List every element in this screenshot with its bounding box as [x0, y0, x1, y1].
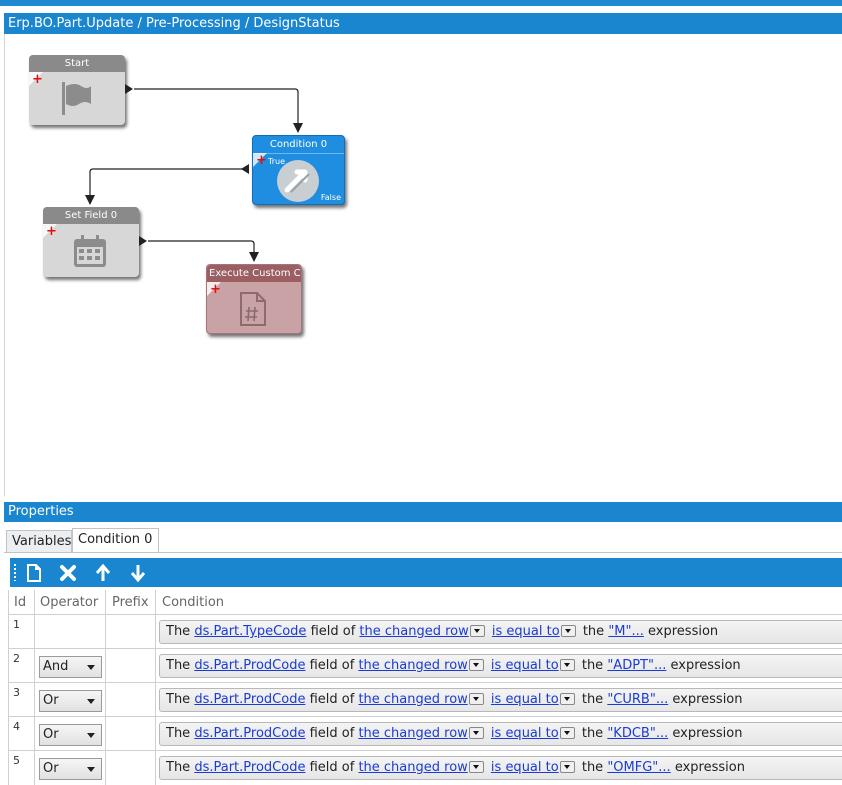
row-id: 3	[13, 686, 20, 699]
table-row[interactable]: 4 Or The ds.Part.ProdCode field of the c…	[8, 716, 842, 750]
new-icon[interactable]	[23, 562, 45, 584]
condition-expression: The ds.Part.TypeCode field of the change…	[159, 620, 842, 644]
table-row[interactable]: 1 The ds.Part.TypeCode field of the chan…	[8, 614, 842, 648]
grid-header: Id Operator Prefix Condition	[8, 590, 842, 614]
output-port[interactable]	[125, 84, 133, 94]
workflow-connectors	[85, 88, 303, 262]
workflow-canvas[interactable]: Start + Condition 0 + True False Set Fie…	[4, 34, 842, 496]
code-file-icon	[240, 292, 266, 326]
row-scope-link[interactable]: the changed row	[358, 658, 468, 673]
col-header-prefix[interactable]: Prefix	[112, 595, 149, 610]
expand-plus-icon[interactable]: +	[256, 153, 267, 168]
row-id: 1	[13, 618, 20, 631]
row-scope-dropdown-icon[interactable]	[468, 659, 484, 671]
input-port[interactable]	[241, 164, 249, 174]
value-link[interactable]: "CURB"...	[607, 692, 669, 707]
operator-select[interactable]: And	[39, 656, 102, 678]
value-link[interactable]: "OMFG"...	[607, 760, 671, 775]
expand-plus-icon[interactable]: +	[46, 224, 57, 239]
toolbar-grip[interactable]	[14, 564, 16, 581]
condition-expression: The ds.Part.ProdCode field of the change…	[159, 722, 842, 746]
chevron-down-icon	[87, 767, 95, 772]
set-field-node[interactable]: Set Field 0 +	[43, 207, 147, 277]
operator-select[interactable]: Or	[39, 758, 102, 780]
move-down-icon[interactable]	[127, 562, 149, 584]
row-scope-dropdown-icon[interactable]	[468, 727, 484, 739]
field-link[interactable]: ds.Part.TypeCode	[194, 624, 307, 639]
start-node-title: Start	[29, 55, 125, 72]
condition-node-title: Condition 0	[253, 136, 344, 154]
comparison-dropdown-icon[interactable]	[559, 761, 575, 773]
edge-start-to-condition	[134, 88, 303, 133]
field-link[interactable]: ds.Part.ProdCode	[194, 760, 306, 775]
top-toolbar-strip	[0, 0, 842, 6]
tab-condition-0[interactable]: Condition 0	[72, 528, 159, 553]
delete-icon[interactable]	[57, 562, 79, 584]
comparison-link[interactable]: is equal to	[490, 692, 559, 707]
col-header-id[interactable]: Id	[14, 595, 27, 610]
condition-node[interactable]: Condition 0 + True False	[241, 135, 345, 205]
output-port[interactable]	[139, 236, 147, 246]
expand-plus-icon[interactable]: +	[32, 72, 43, 87]
start-node[interactable]: Start +	[29, 55, 133, 125]
comparison-dropdown-icon[interactable]	[559, 727, 575, 739]
value-link[interactable]: "KDCB"...	[607, 726, 669, 741]
move-up-icon[interactable]	[92, 562, 114, 584]
field-link[interactable]: ds.Part.ProdCode	[194, 658, 306, 673]
row-scope-dropdown-icon[interactable]	[468, 693, 484, 705]
operator-select[interactable]: Or	[39, 690, 102, 712]
comparison-link[interactable]: is equal to	[490, 760, 559, 775]
row-id: 5	[13, 754, 20, 767]
row-id: 4	[13, 720, 20, 733]
set-field-node-title: Set Field 0	[43, 207, 139, 224]
value-link[interactable]: "ADPT"...	[607, 658, 667, 673]
true-branch-label: True	[268, 157, 285, 166]
flag-icon	[62, 82, 91, 115]
row-scope-dropdown-icon[interactable]	[468, 761, 484, 773]
table-row[interactable]: 2 And The ds.Part.ProdCode field of the …	[8, 648, 842, 682]
table-row[interactable]: 5 Or The ds.Part.ProdCode field of the c…	[8, 750, 842, 784]
execute-node-title: Execute Custom Co	[207, 265, 301, 282]
row-scope-link[interactable]: the changed row	[359, 624, 469, 639]
row-scope-link[interactable]: the changed row	[358, 726, 468, 741]
edge-setfield-to-execute	[148, 240, 259, 262]
field-link[interactable]: ds.Part.ProdCode	[194, 726, 306, 741]
col-header-operator[interactable]: Operator	[40, 595, 99, 610]
chevron-down-icon	[87, 665, 95, 670]
swap-arrows-icon	[277, 160, 319, 202]
comparison-dropdown-icon[interactable]	[559, 693, 575, 705]
condition-expression: The ds.Part.ProdCode field of the change…	[159, 654, 842, 678]
condition-expression: The ds.Part.ProdCode field of the change…	[159, 756, 842, 780]
row-scope-dropdown-icon[interactable]	[469, 625, 485, 637]
properties-panel-title: Properties	[4, 502, 842, 522]
field-link[interactable]: ds.Part.ProdCode	[194, 692, 306, 707]
execute-custom-code-node[interactable]: Execute Custom Co +	[206, 264, 302, 334]
workflow-breadcrumb: Erp.BO.Part.Update / Pre-Processing / De…	[4, 13, 842, 34]
table-row[interactable]: 3 Or The ds.Part.ProdCode field of the c…	[8, 682, 842, 716]
expand-plus-icon[interactable]: +	[210, 282, 221, 297]
chevron-down-icon	[87, 699, 95, 704]
row-scope-link[interactable]: the changed row	[358, 760, 468, 775]
comparison-link[interactable]: is equal to	[490, 658, 559, 673]
row-id: 2	[13, 652, 20, 665]
comparison-dropdown-icon[interactable]	[560, 625, 576, 637]
value-link[interactable]: "M"...	[608, 624, 644, 639]
comparison-link[interactable]: is equal to	[491, 624, 560, 639]
false-branch-label: False	[320, 193, 341, 202]
operator-select[interactable]: Or	[39, 724, 102, 746]
calendar-icon	[74, 235, 106, 267]
row-scope-link[interactable]: the changed row	[358, 692, 468, 707]
edge-condition-to-setfield	[85, 168, 243, 205]
col-header-condition[interactable]: Condition	[162, 595, 225, 610]
chevron-down-icon	[87, 733, 95, 738]
comparison-link[interactable]: is equal to	[490, 726, 559, 741]
condition-expression: The ds.Part.ProdCode field of the change…	[159, 688, 842, 712]
comparison-dropdown-icon[interactable]	[559, 659, 575, 671]
condition-toolbar	[10, 558, 842, 587]
tab-variables[interactable]: Variables	[6, 530, 72, 552]
